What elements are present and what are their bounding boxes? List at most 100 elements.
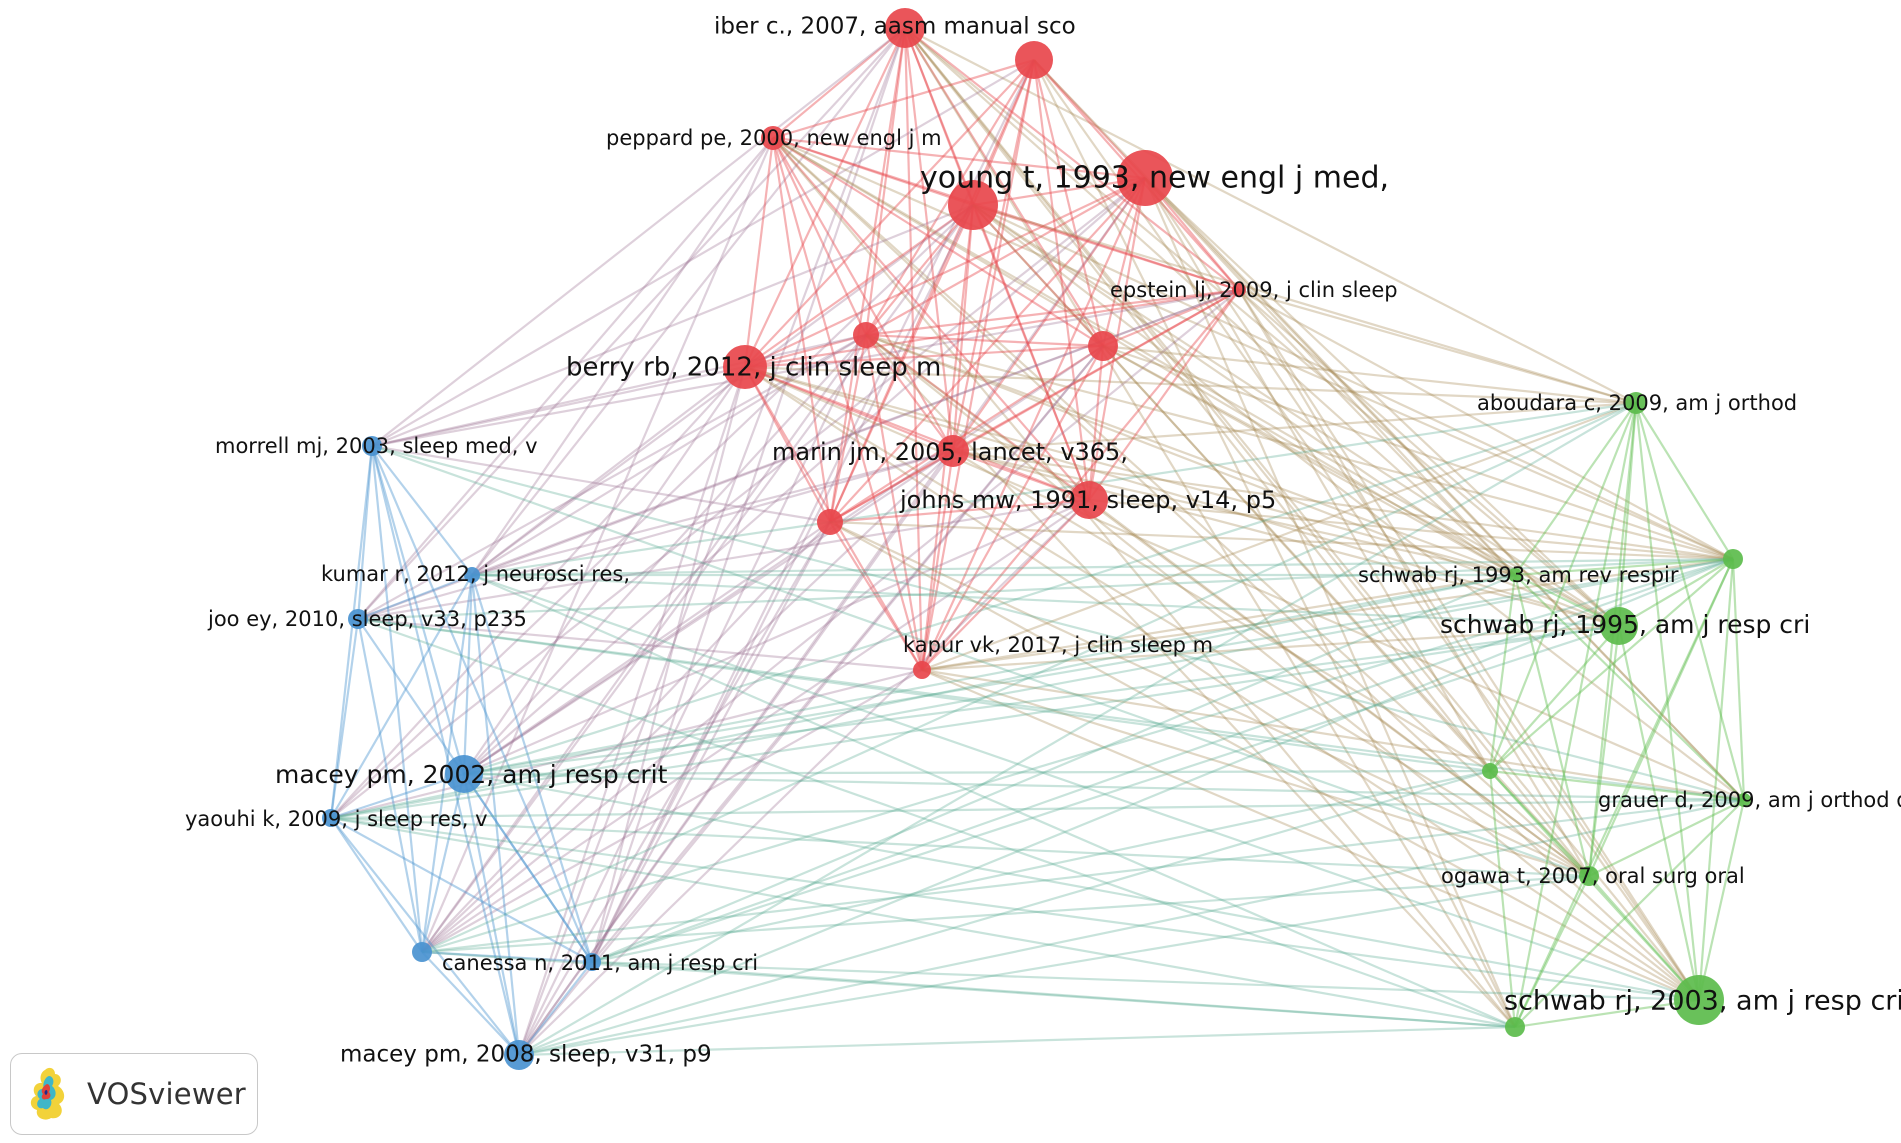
vosviewer-logo-text: VOSviewer bbox=[87, 1077, 246, 1111]
edge-g_right-g_bottom bbox=[1514, 558, 1734, 1028]
edge-epstein-ogawa bbox=[1238, 289, 1590, 877]
edge-r_mid1-schwab1995 bbox=[865, 333, 1620, 628]
node-yaouhi[interactable] bbox=[322, 809, 340, 827]
edge-peppard-r_left bbox=[771, 137, 832, 523]
network-edges bbox=[329, 27, 1746, 1057]
edge-yaouhi-schwab1993 bbox=[330, 573, 1516, 820]
edge-young-schwab1995 bbox=[1144, 177, 1620, 627]
edge-joo-g_mid bbox=[357, 617, 1491, 773]
edge-r_young2-r_mid1 bbox=[865, 204, 974, 336]
node-label-yaouhi: yaouhi k, 2009, j sleep res, v bbox=[185, 807, 488, 831]
node-johns[interactable] bbox=[1070, 481, 1108, 519]
edge-g_right-schwab1993 bbox=[1514, 557, 1734, 577]
node-g_right[interactable] bbox=[1723, 549, 1743, 569]
node-schwab1995[interactable] bbox=[1600, 607, 1638, 645]
edge-epstein-johns bbox=[1088, 289, 1240, 501]
edge-young-macey2008 bbox=[518, 177, 1146, 1056]
edge-r_mid2-g_mid bbox=[1102, 345, 1491, 772]
edge-kumar-schwab1995 bbox=[471, 573, 1620, 628]
node-b_small[interactable] bbox=[412, 942, 432, 962]
edge-r_mid1-ogawa bbox=[865, 334, 1590, 877]
node-label-grauer: grauer d, 2009, am j orthod de bbox=[1598, 788, 1901, 812]
node-canessa[interactable] bbox=[583, 953, 601, 971]
node-young[interactable] bbox=[1117, 150, 1173, 206]
node-joo[interactable] bbox=[348, 609, 368, 629]
edge-joo-grauer bbox=[357, 617, 1745, 802]
node-iber[interactable] bbox=[885, 8, 925, 48]
node-macey2008[interactable] bbox=[504, 1040, 534, 1070]
edge-macey2002-grauer bbox=[463, 772, 1745, 802]
vosviewer-logo-icon bbox=[30, 1067, 65, 1120]
edge-yaouhi-macey2008 bbox=[330, 817, 520, 1056]
edge-marin-schwab1995 bbox=[952, 449, 1620, 628]
edge-epstein-g_right bbox=[1238, 289, 1734, 560]
edge-young-schwab1993 bbox=[1144, 177, 1516, 576]
edge-aboudara-grauer bbox=[1634, 402, 1746, 801]
node-g_bottom[interactable] bbox=[1505, 1017, 1525, 1037]
edge-r_mid1-schwab2003 bbox=[865, 334, 1700, 1001]
node-grauer[interactable] bbox=[1737, 793, 1751, 807]
edge-iber-peppard bbox=[772, 27, 906, 139]
node-r_top2[interactable] bbox=[1015, 41, 1053, 79]
node-kapur[interactable] bbox=[913, 661, 931, 679]
edge-kapur-joo bbox=[357, 617, 923, 672]
edge-g_mid-grauer bbox=[1489, 769, 1745, 802]
edge-johns-r_left bbox=[829, 498, 1090, 524]
edge-berry-grauer bbox=[744, 365, 1745, 802]
node-g_mid[interactable] bbox=[1482, 763, 1498, 779]
edge-iber-aboudara bbox=[904, 27, 1637, 404]
edge-berry-schwab1995 bbox=[744, 365, 1620, 628]
edge-r_mid1-morrell bbox=[371, 333, 867, 448]
edge-iber-schwab1995 bbox=[904, 27, 1620, 627]
edge-marin-johns bbox=[952, 449, 1090, 502]
node-peppard[interactable] bbox=[761, 126, 785, 150]
edge-young-r_mid1 bbox=[865, 177, 1146, 336]
edge-r_left-canessa bbox=[591, 521, 831, 963]
node-r_left[interactable] bbox=[817, 509, 843, 535]
edge-r_mid2-schwab1995 bbox=[1102, 345, 1620, 627]
edge-r_top2-morrell bbox=[371, 59, 1035, 447]
node-schwab2003[interactable] bbox=[1674, 975, 1724, 1025]
edge-canessa-schwab1995 bbox=[591, 624, 1620, 964]
edge-iber-kumar bbox=[471, 27, 906, 576]
edge-macey2002-canessa bbox=[463, 773, 593, 963]
node-label-schwab1993: schwab rj, 1993, am rev respir bbox=[1358, 563, 1679, 587]
node-r_young2[interactable] bbox=[948, 180, 998, 230]
edge-r_young2-g_right bbox=[972, 204, 1734, 560]
edge-r_mid1-macey2008 bbox=[518, 334, 867, 1056]
edge-r_left-g_right bbox=[829, 520, 1734, 561]
edge-grauer-ogawa bbox=[1588, 799, 1745, 877]
node-ogawa[interactable] bbox=[1579, 866, 1599, 886]
edge-iber-r_mid1 bbox=[864, 27, 907, 336]
node-schwab1993[interactable] bbox=[1508, 568, 1522, 582]
edge-epstein-r_mid2 bbox=[1102, 288, 1240, 348]
edge-johns-macey2002 bbox=[463, 498, 1090, 776]
edge-marin-joo bbox=[357, 449, 954, 621]
edge-r_top2-peppard bbox=[772, 58, 1035, 140]
edge-kumar-aboudara bbox=[471, 401, 1637, 577]
edge-young-berry bbox=[744, 177, 1146, 368]
edge-iber-ogawa bbox=[904, 27, 1590, 877]
node-berry[interactable] bbox=[723, 345, 767, 389]
edge-young-g_bottom bbox=[1143, 177, 1517, 1028]
node-r_mid1[interactable] bbox=[853, 322, 879, 348]
edge-kapur-schwab1993 bbox=[921, 573, 1516, 672]
node-kumar[interactable] bbox=[464, 567, 480, 583]
node-aboudara[interactable] bbox=[1625, 392, 1647, 414]
edge-kapur-g_right bbox=[921, 557, 1734, 672]
node-macey2002[interactable] bbox=[445, 755, 483, 793]
node-label-macey2008: macey pm, 2008, sleep, v31, p9 bbox=[340, 1042, 712, 1068]
edge-iber-r_mid2 bbox=[904, 27, 1104, 347]
node-epstein[interactable] bbox=[1232, 283, 1246, 297]
edge-macey2002-g_mid bbox=[463, 769, 1491, 776]
edge-r_mid2-macey2002 bbox=[463, 345, 1104, 775]
edge-g_right-schwab1995 bbox=[1618, 558, 1734, 627]
node-r_mid2[interactable] bbox=[1088, 331, 1118, 361]
edge-morrell-macey2008 bbox=[370, 445, 521, 1056]
edge-kumar-macey2002 bbox=[462, 574, 474, 775]
edge-kumar-macey2008 bbox=[470, 574, 521, 1056]
edge-r_top2-r_left bbox=[828, 59, 1036, 523]
node-morrell[interactable] bbox=[362, 436, 382, 456]
node-marin[interactable] bbox=[937, 435, 969, 467]
